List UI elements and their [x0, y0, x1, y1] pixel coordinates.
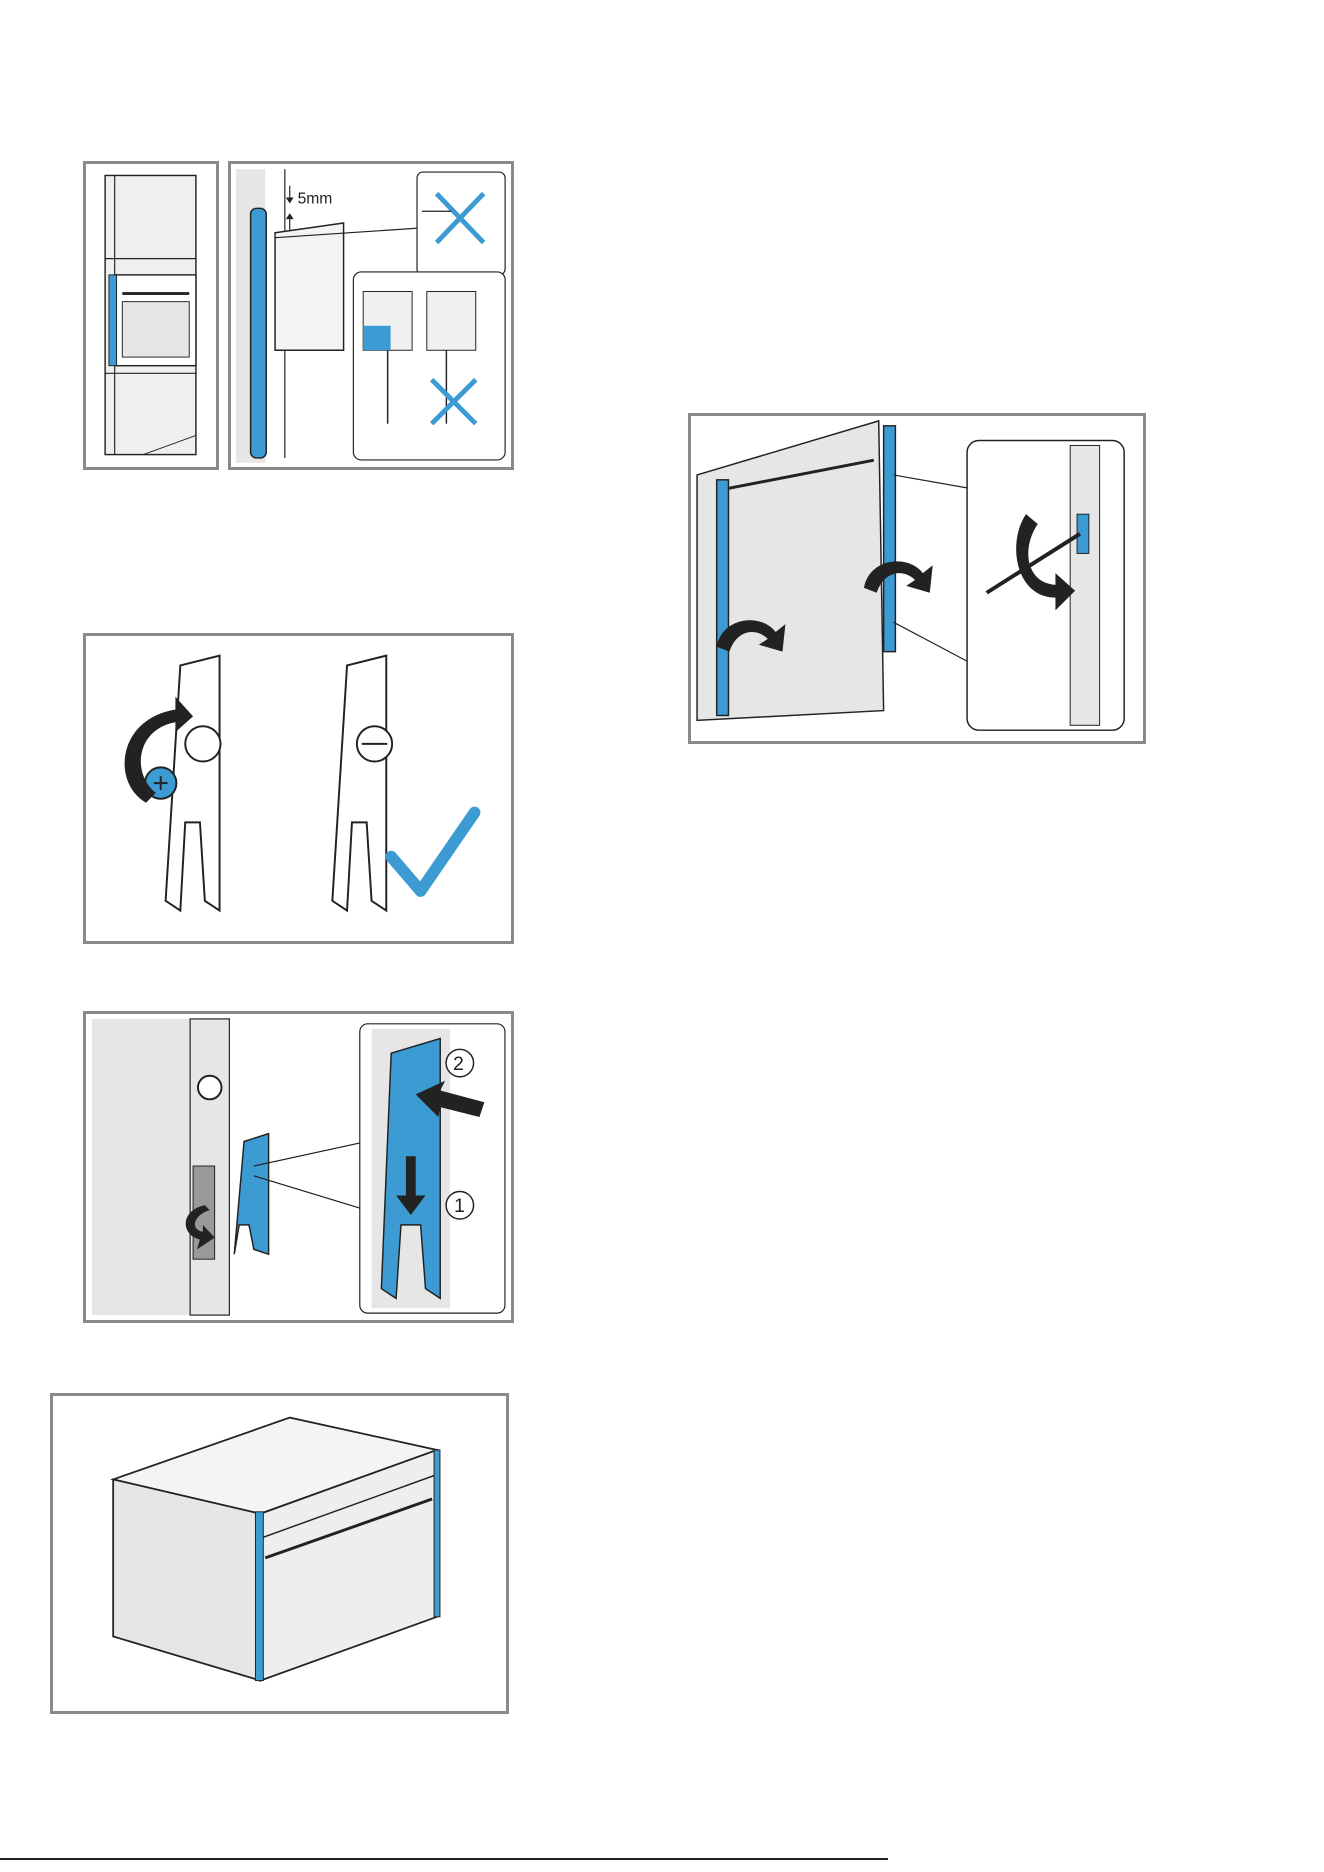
figure-door-adjustment	[688, 413, 1146, 744]
clip-illustration: 2 1	[86, 1014, 511, 1320]
figure-cabinet-overview	[83, 161, 219, 470]
step-one-label: 1	[454, 1195, 465, 1217]
figure-mounting-detail: 5mm	[228, 161, 514, 470]
figure-oven-isometric	[50, 1393, 509, 1714]
footer-rule	[0, 1858, 888, 1860]
step-two-label: 2	[453, 1053, 464, 1075]
figure-bracket-screw	[83, 633, 514, 944]
cabinet-illustration	[86, 164, 216, 467]
bracket-illustration	[86, 636, 511, 941]
measurement-label: 5mm	[298, 190, 333, 207]
check-icon	[391, 813, 474, 891]
door-illustration	[691, 416, 1143, 741]
mounting-illustration: 5mm	[231, 164, 511, 467]
oven-illustration	[53, 1396, 506, 1711]
figure-clip-install: 2 1	[83, 1011, 514, 1323]
